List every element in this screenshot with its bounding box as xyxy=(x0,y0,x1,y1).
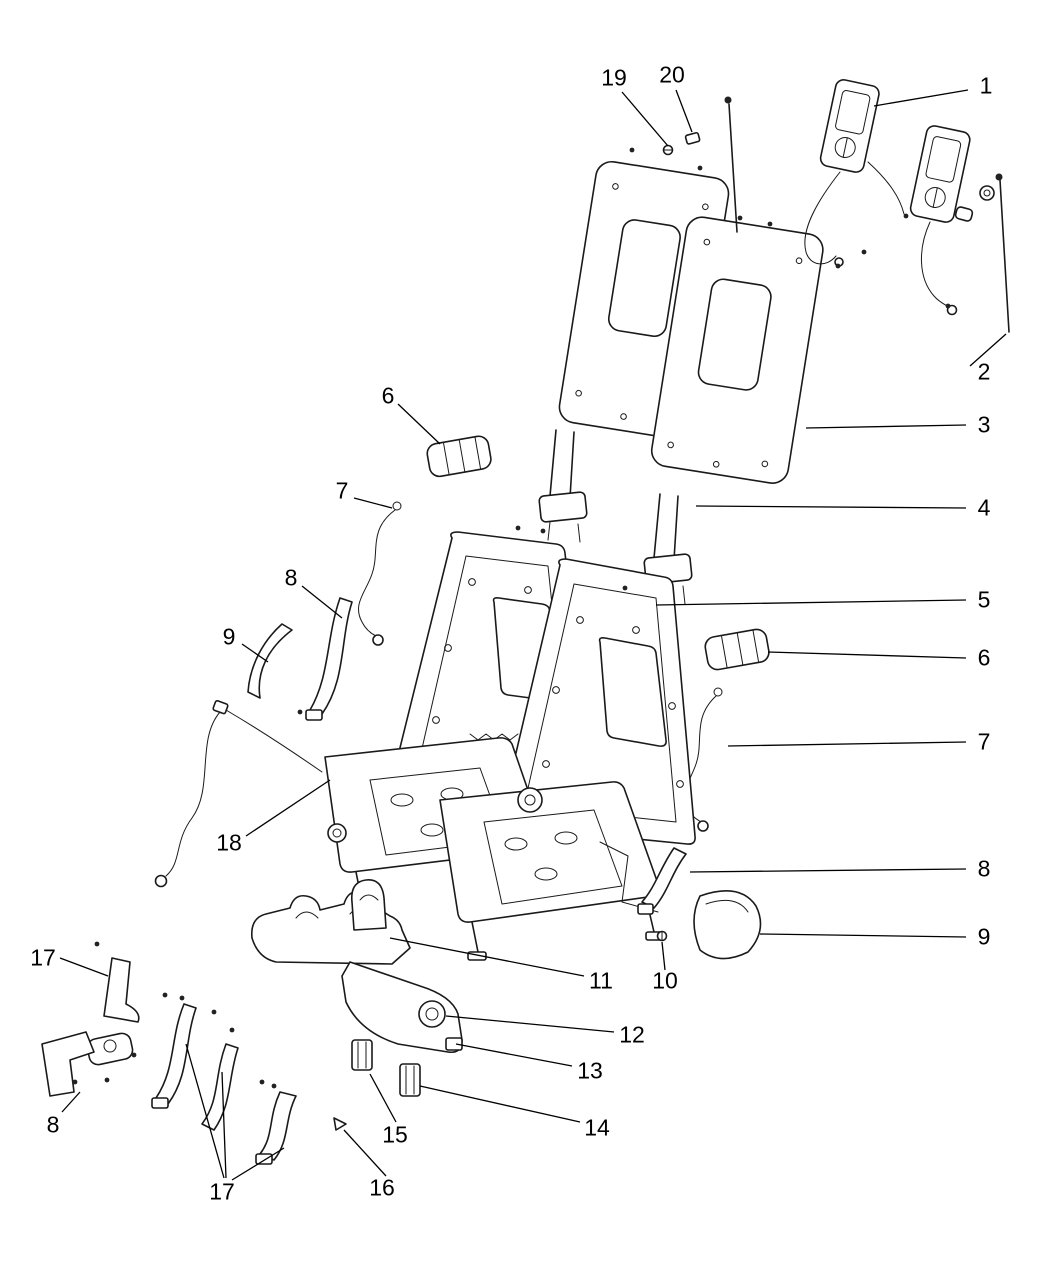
seat-back-frame-right xyxy=(500,558,696,845)
guide-rod-left xyxy=(724,96,738,233)
release-cable-left-branch xyxy=(867,161,905,215)
release-cable-left xyxy=(804,171,841,265)
seat-pan-right xyxy=(439,781,665,961)
knob-cap xyxy=(979,185,995,201)
screw-10 xyxy=(656,930,668,942)
callout-1: 1 xyxy=(979,72,993,99)
release-latch-right xyxy=(909,125,971,223)
pivot-plate xyxy=(517,787,543,813)
guide-rod-right xyxy=(995,173,1010,333)
clip-14 xyxy=(399,1063,421,1097)
callout-17-left: 17 xyxy=(30,944,56,971)
seat-back-panel-right xyxy=(650,216,824,484)
callout-9-right: 9 xyxy=(977,923,991,950)
callout-10: 10 xyxy=(652,967,678,994)
foam-block-left xyxy=(426,435,492,478)
wire-harness xyxy=(154,700,323,888)
latch-hood-11 xyxy=(350,879,387,931)
leader-lines xyxy=(59,89,1007,1181)
clip-16 xyxy=(333,1117,347,1131)
bracket-8-bottom xyxy=(41,1031,95,1097)
clip-20 xyxy=(684,131,701,145)
callout-8-left: 8 xyxy=(284,564,298,591)
foam-block-right xyxy=(704,628,770,671)
callout-15: 15 xyxy=(382,1121,408,1148)
trim-bracket-8-left xyxy=(305,597,353,721)
callout-6-left: 6 xyxy=(381,382,395,409)
callout-16: 16 xyxy=(369,1174,395,1201)
trim-shield-9-right xyxy=(693,890,762,960)
latch-tower-left xyxy=(538,429,588,543)
callout-2: 2 xyxy=(977,358,991,385)
callout-8-bottom: 8 xyxy=(46,1111,60,1138)
bracket-17-right xyxy=(255,1091,297,1165)
callout-20: 20 xyxy=(659,61,685,88)
screw-19 xyxy=(662,144,674,156)
bottom-trim-lower-13 xyxy=(341,961,463,1054)
callout-3: 3 xyxy=(977,411,991,438)
cable-7-left xyxy=(358,501,402,646)
release-latch-left xyxy=(819,79,880,173)
callout-14: 14 xyxy=(584,1114,610,1141)
callout-13: 13 xyxy=(577,1057,603,1084)
release-cable-right xyxy=(921,221,951,309)
trim-bracket-9-left xyxy=(247,623,293,699)
bracket-17-mid-b xyxy=(201,1043,239,1131)
callout-7-right: 7 xyxy=(977,728,991,755)
bracket-17-mid-a xyxy=(151,1003,197,1109)
callout-6-right: 6 xyxy=(977,644,991,671)
callout-12: 12 xyxy=(619,1021,645,1048)
callout-4: 4 xyxy=(977,494,991,521)
clip-15 xyxy=(351,1039,373,1071)
trim-bracket-8-right xyxy=(637,847,687,915)
callout-17-bottom: 17 xyxy=(209,1178,235,1205)
boss-12 xyxy=(418,1000,446,1028)
callout-7-left: 7 xyxy=(335,477,349,504)
small-bushing xyxy=(954,206,974,222)
cable-end-right xyxy=(946,304,958,316)
callout-11: 11 xyxy=(589,967,613,994)
callout-19: 19 xyxy=(601,64,627,91)
callout-5: 5 xyxy=(977,586,991,613)
callout-9-left: 9 xyxy=(222,623,236,650)
callout-8-right: 8 xyxy=(977,855,991,882)
bracket-17-left xyxy=(103,957,140,1023)
callout-18: 18 xyxy=(216,829,242,856)
